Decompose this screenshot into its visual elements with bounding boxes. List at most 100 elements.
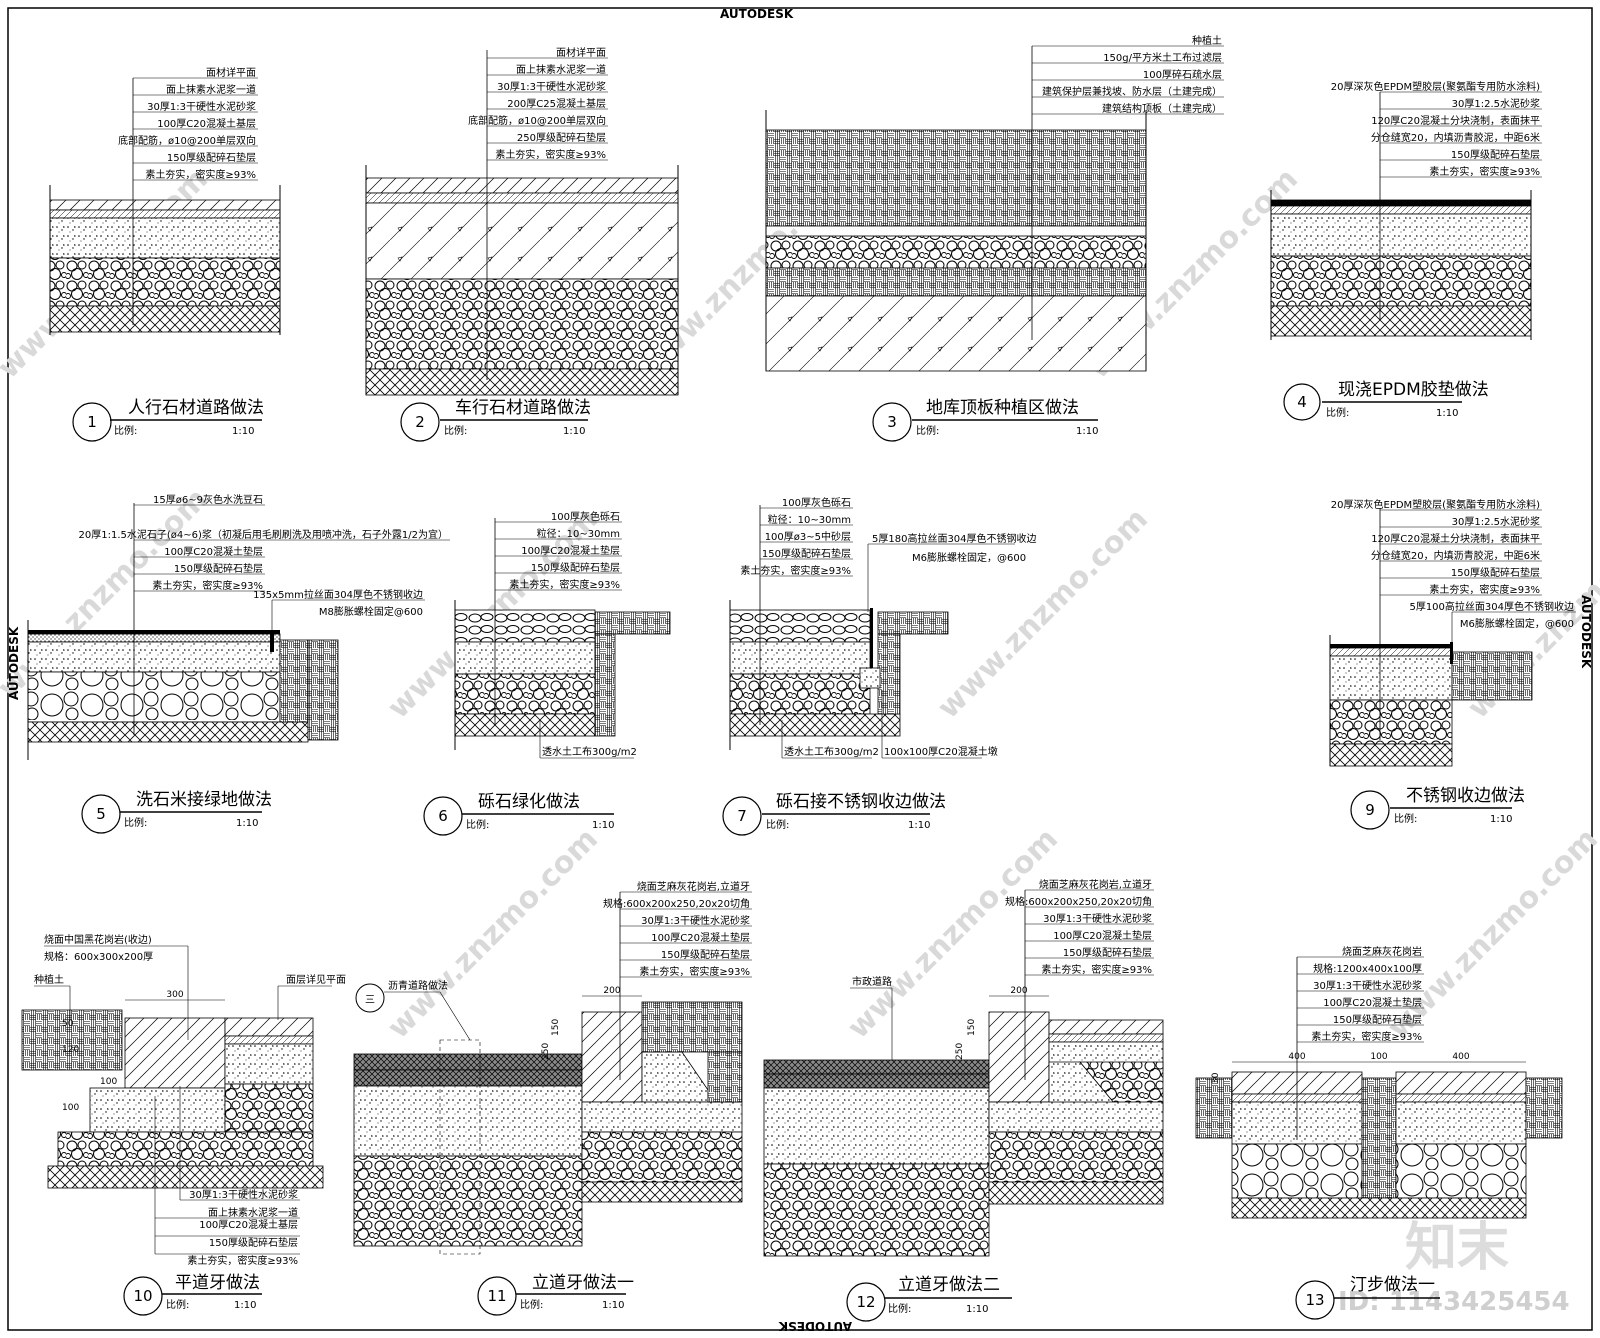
detail-10-curb-stone bbox=[124, 1017, 226, 1089]
detail-2-scale-value: 1:10 bbox=[563, 426, 585, 437]
detail-10-callout: 30厚1:3干硬性水泥砂浆 bbox=[189, 1188, 298, 1201]
detail-5-callout: 135x5mm拉丝面304厚色不锈钢收边 bbox=[253, 588, 423, 601]
detail-11-ref-circle bbox=[355, 983, 385, 1013]
detail-13-callouts: 烧面芝麻灰花岗岩 规格:1200x400x100厚 30厚1:3干硬性水泥砂浆 … bbox=[1297, 945, 1424, 1043]
detail-4-callout: 分仓缝宽20，内填沥青胶泥，中距6米 bbox=[1371, 131, 1540, 144]
detail-10-callout: 烧面中国黑花岗岩(收边) bbox=[44, 933, 152, 946]
detail-11-dim: 150 bbox=[551, 1019, 561, 1036]
detail-11-curb-stone bbox=[581, 1011, 643, 1103]
detail-12-dim: 250 bbox=[955, 1043, 965, 1060]
detail-7-callout: 透水土工布300g/m2 bbox=[784, 745, 879, 758]
detail-2-number-circle bbox=[400, 402, 440, 442]
autodesk-brand-right: AUTODESK bbox=[1579, 595, 1593, 669]
detail-4-scale-value: 1:10 bbox=[1436, 408, 1458, 419]
detail-4: 20厚深灰色EPDM塑胶层(聚氨酯专用防水涂料) 30厚1:2.5水泥砂浆 12… bbox=[1270, 80, 1542, 421]
detail-3-callout: 种植土 bbox=[1192, 34, 1222, 47]
detail-3-callout: 150g/平方米土工布过滤层 bbox=[1103, 51, 1222, 64]
detail-4-title: 现浇EPDM胶垫做法 bbox=[1338, 380, 1489, 400]
detail-5-callout: 20厚1:1.5水泥石子(ø4~6)浆（初凝后用毛刷刷洗及用喷冲洗，石子外露1/… bbox=[79, 528, 448, 541]
detail-12-callout: 30厚1:3干硬性水泥砂浆 bbox=[1043, 912, 1152, 925]
detail-7-callout: 素土夯实，密实度≥93% bbox=[740, 564, 851, 577]
detail-5-callout: 素土夯实，密实度≥93% bbox=[152, 579, 263, 592]
detail-11-callout: 沥青道路做法 bbox=[388, 979, 448, 992]
detail-1-callout: 面材详平面 bbox=[206, 66, 256, 79]
detail-9-scale-value: 1:10 bbox=[1490, 814, 1512, 825]
detail-4-callout: 20厚深灰色EPDM塑胶层(聚氨酯专用防水涂料) bbox=[1331, 80, 1540, 93]
detail-10: 300 50 120 100 100 烧面中国黑花岗岩(收边) 规格：600x3… bbox=[21, 933, 346, 1316]
detail-4-callout: 素土夯实，密实度≥93% bbox=[1429, 165, 1540, 178]
detail-11: 200 150 250 三 沥青道路做法 烧面芝麻灰花岗岩,立道牙 规格:600… bbox=[353, 880, 752, 1316]
detail-3-title: 地库顶板种植区做法 bbox=[926, 398, 1079, 418]
sheet-border bbox=[7, 7, 1593, 1331]
detail-11-scale-value: 1:10 bbox=[602, 1300, 624, 1311]
detail-7-callout: M6膨胀螺栓固定，@600 bbox=[912, 551, 1026, 564]
detail-11-dim: 250 bbox=[541, 1043, 551, 1060]
detail-12-scale-label: 比例: bbox=[888, 1302, 911, 1315]
detail-3: 种植土 150g/平方米土工布过滤层 100厚碎石疏水层 建筑保护层兼找坡、防水… bbox=[765, 34, 1224, 442]
detail-12-callout: 烧面芝麻灰花岗岩,立道牙 bbox=[1039, 878, 1152, 891]
detail-1: 面材详平面 面上抹素水泥浆一道 30厚1:3干硬性水泥砂浆 100厚C20混凝土… bbox=[49, 66, 281, 442]
detail-1-callout: 面上抹素水泥浆一道 bbox=[166, 83, 256, 96]
detail-12-curb-stone bbox=[988, 1011, 1050, 1103]
detail-11-callout: 30厚1:3干硬性水泥砂浆 bbox=[641, 914, 750, 927]
detail-11-dim: 200 bbox=[603, 986, 620, 996]
detail-5-title: 洗石米接绿地做法 bbox=[136, 790, 272, 810]
detail-1-number: 1 bbox=[87, 413, 97, 431]
detail-10-dim: 120 bbox=[62, 1045, 79, 1055]
detail-13-callout: 素土夯实，密实度≥93% bbox=[1311, 1030, 1422, 1043]
detail-6-callouts: 100厚灰色砾石 粒径：10~30mm 100厚C20混凝土垫层 150厚级配碎… bbox=[495, 510, 637, 759]
detail-9-scale-label: 比例: bbox=[1394, 812, 1417, 825]
detail-1-callout: 素土夯实，密实度≥93% bbox=[145, 168, 256, 181]
detail-13-dim: 100 bbox=[1370, 1052, 1387, 1062]
detail-9-callout: 5厚100高拉丝面304厚色不锈钢收边 bbox=[1409, 600, 1574, 613]
detail-3-number-circle bbox=[872, 402, 912, 442]
detail-10-callouts: 烧面中国黑花岗岩(收边) 规格：600x300x200厚 种植土 面层详见平面 … bbox=[34, 933, 346, 1267]
detail-3-callout: 100厚碎石疏水层 bbox=[1143, 68, 1222, 81]
detail-13-step-stone-right bbox=[1395, 1071, 1527, 1095]
detail-6-number: 6 bbox=[438, 807, 448, 825]
detail-6-scale-label: 比例: bbox=[466, 818, 489, 831]
detail-12-callout: 150厚级配碎石垫层 bbox=[1063, 946, 1152, 959]
detail-4-callouts: 20厚深灰色EPDM塑胶层(聚氨酯专用防水涂料) 30厚1:2.5水泥砂浆 12… bbox=[1331, 80, 1542, 178]
detail-3-callouts: 种植土 150g/平方米土工布过滤层 100厚碎石疏水层 建筑保护层兼找坡、防水… bbox=[1032, 34, 1224, 115]
detail-10-number: 10 bbox=[133, 1287, 152, 1305]
detail-11-callout: 素土夯实，密实度≥93% bbox=[639, 965, 750, 978]
detail-1-scale-label: 比例: bbox=[114, 424, 137, 437]
detail-9-callout: 120厚C20混凝土分块浇制，表面抹平 bbox=[1371, 532, 1540, 545]
detail-1-number-circle bbox=[72, 402, 112, 442]
detail-13-callout: 30厚1:3干硬性水泥砂浆 bbox=[1313, 979, 1422, 992]
detail-6: 100厚灰色砾石 粒径：10~30mm 100厚C20混凝土垫层 150厚级配碎… bbox=[423, 510, 671, 836]
detail-1-callouts: 面材详平面 面上抹素水泥浆一道 30厚1:3干硬性水泥砂浆 100厚C20混凝土… bbox=[118, 66, 258, 181]
detail-5-scale-label: 比例: bbox=[124, 816, 147, 829]
detail-4-number-circle bbox=[1283, 383, 1321, 421]
autodesk-brand-bottom: AUTODESK bbox=[778, 1319, 852, 1333]
detail-10-dim: 100 bbox=[62, 1103, 79, 1113]
detail-10-scale-value: 1:10 bbox=[234, 1300, 256, 1311]
detail-6-callout: 100厚灰色砾石 bbox=[551, 510, 620, 523]
detail-5-callout: 15厚ø6~9灰色水洗豆石 bbox=[153, 493, 263, 506]
detail-10-callout: 100厚C20混凝土基层 bbox=[199, 1218, 298, 1231]
detail-6-callout: 素土夯实，密实度≥93% bbox=[509, 578, 620, 591]
detail-12-callout: 市政道路 bbox=[852, 975, 892, 988]
detail-9: 20厚深灰色EPDM塑胶层(聚氨酯专用防水涂料) 30厚1:2.5水泥砂浆 12… bbox=[1329, 498, 1576, 830]
detail-6-callout: 粒径：10~30mm bbox=[537, 527, 620, 540]
detail-7-number-circle bbox=[722, 796, 762, 836]
detail-3-number: 3 bbox=[887, 413, 897, 431]
detail-5-scale-value: 1:10 bbox=[236, 818, 258, 829]
detail-3-scale-value: 1:10 bbox=[1076, 426, 1098, 437]
detail-7-callout: 100厚灰色砾石 bbox=[782, 496, 851, 509]
detail-12-number: 12 bbox=[856, 1293, 875, 1311]
detail-2: 面材详平面 面上抹素水泥浆一道 30厚1:3干硬性水泥砂浆 200厚C25混凝土… bbox=[365, 46, 679, 442]
detail-5: 15厚ø6~9灰色水洗豆石 20厚1:1.5水泥石子(ø4~6)浆（初凝后用毛刷… bbox=[27, 493, 450, 834]
detail-1-scale-value: 1:10 bbox=[232, 426, 254, 437]
detail-4-number: 4 bbox=[1297, 393, 1307, 411]
detail-11-number: 11 bbox=[487, 1287, 506, 1305]
detail-2-callout: 面材详平面 bbox=[556, 46, 606, 59]
autodesk-brand-top: AUTODESK bbox=[720, 7, 794, 21]
detail-9-number: 9 bbox=[1365, 801, 1375, 819]
detail-13-callout: 150厚级配碎石垫层 bbox=[1333, 1013, 1422, 1026]
watermark-id: ID: 1143425454 bbox=[1338, 1287, 1570, 1317]
detail-7: 100厚灰色砾石 粒径：10~30mm 100厚ø3~5中砂层 150厚级配碎石… bbox=[722, 496, 1037, 836]
watermark-site: www.znzmo.com bbox=[381, 822, 605, 1046]
detail-7-callout: 100x100厚C20混凝土墩 bbox=[884, 745, 998, 758]
